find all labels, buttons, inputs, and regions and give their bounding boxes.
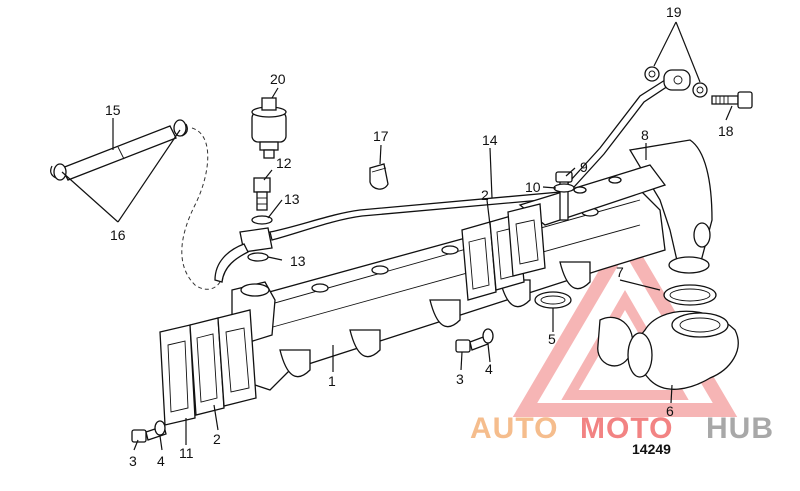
callout-2-left: 2 — [213, 431, 221, 447]
bolt-18 — [711, 91, 753, 109]
callout-20: 20 — [270, 71, 286, 87]
spacer-plate-left — [217, 309, 257, 407]
screw-9 — [555, 171, 573, 221]
gasket-2-right — [507, 203, 546, 277]
callout-13-upper: 13 — [284, 191, 300, 207]
callout-2-upper: 2 — [481, 187, 489, 203]
watermark-wordmark: AUTO MOTO HUB — [470, 412, 774, 445]
callout-10: 10 — [525, 179, 541, 195]
callout-3-middle: 3 — [456, 371, 464, 387]
callout-7: 7 — [616, 264, 624, 280]
banjo-fitting — [214, 227, 273, 283]
elbow-hose-6 — [627, 310, 739, 390]
callout-17: 17 — [373, 128, 389, 144]
washer-13-upper — [251, 215, 273, 225]
callout-6: 6 — [666, 403, 674, 419]
sender-20 — [251, 97, 287, 159]
callout-1: 1 — [328, 373, 336, 389]
callout-4-left: 4 — [157, 453, 165, 469]
callout-14: 14 — [482, 132, 498, 148]
callout-15: 15 — [105, 102, 121, 118]
callout-18: 18 — [718, 123, 734, 139]
callout-19: 19 — [666, 4, 682, 20]
callout-12: 12 — [276, 155, 292, 171]
fitting-12 — [253, 177, 271, 211]
callout-13-lower: 13 — [290, 253, 306, 269]
callout-9: 9 — [580, 159, 588, 175]
watermark-text-moto: MOTO — [580, 412, 673, 445]
callout-16: 16 — [110, 227, 126, 243]
callout-8: 8 — [641, 127, 649, 143]
clamp-5 — [534, 291, 572, 309]
end-plate-11 — [159, 324, 196, 426]
figure-number: 14249 — [632, 441, 671, 457]
watermark-text-auto: AUTO — [470, 412, 558, 445]
callout-4-middle: 4 — [485, 361, 493, 377]
clamp-7 — [597, 284, 717, 367]
clip-17 — [369, 163, 389, 190]
hose-routing-dashed-line — [181, 127, 221, 290]
tube-15 — [50, 119, 188, 181]
callouts: 1 2 2 3 3 4 4 5 6 7 8 9 10 11 12 13 13 1… — [105, 4, 734, 469]
watermark-text-hub: HUB — [706, 412, 774, 445]
washer-10 — [553, 183, 575, 193]
callout-5: 5 — [548, 331, 556, 347]
washer-4-middle — [482, 328, 494, 344]
leader-lines — [61, 21, 733, 451]
washer-13-lower — [247, 252, 269, 262]
callout-11: 11 — [179, 445, 194, 461]
fitting-19 — [644, 66, 708, 98]
gasket-2-left — [189, 317, 225, 416]
callout-3-left: 3 — [129, 453, 137, 469]
washer-4-left — [154, 420, 166, 436]
